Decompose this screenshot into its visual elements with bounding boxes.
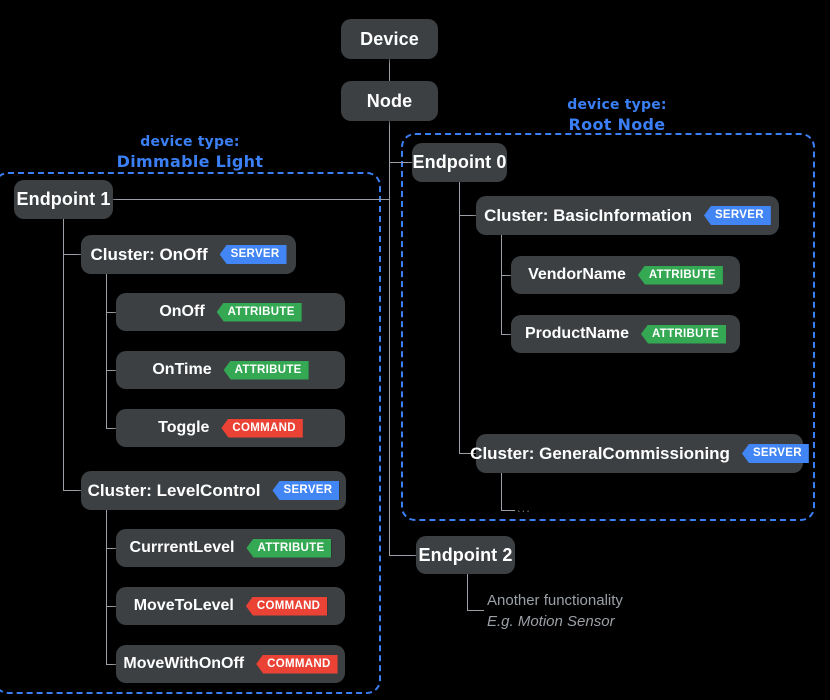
badge-attribute: ATTRIBUTE bbox=[216, 302, 302, 322]
connector-endpoint2-note bbox=[467, 574, 468, 611]
connector-endpoint0-clusters bbox=[459, 182, 460, 453]
attribute-productname-label: ProductName bbox=[524, 325, 629, 342]
node-endpoint0[interactable]: Endpoint 0 bbox=[412, 143, 507, 182]
cluster-levelcontrol[interactable]: Cluster: LevelControl SERVER bbox=[81, 471, 346, 510]
connector-endpoint1-cluster-levelcontrol bbox=[63, 490, 81, 491]
node-endpoint2-label: Endpoint 2 bbox=[418, 544, 513, 565]
connector-trunk-endpoint1 bbox=[113, 199, 390, 200]
connector-trunk-endpoint2 bbox=[389, 555, 416, 556]
badge-command: COMMAND bbox=[256, 654, 338, 674]
badge-attribute: ATTRIBUTE bbox=[637, 265, 723, 285]
connector-onoff-children bbox=[106, 274, 107, 428]
attribute-vendorname-label: VendorName bbox=[528, 266, 626, 283]
connector-levelcontrol-cmd-movetolevel bbox=[106, 606, 120, 607]
cluster-onoff[interactable]: Cluster: OnOff SERVER bbox=[81, 235, 296, 274]
connector-endpoint2-note-h bbox=[467, 610, 484, 611]
attribute-productname[interactable]: ProductName ATTRIBUTE bbox=[511, 315, 740, 353]
node-device[interactable]: Device bbox=[341, 19, 438, 59]
badge-attribute: ATTRIBUTE bbox=[641, 324, 727, 344]
badge-server: SERVER bbox=[219, 245, 287, 264]
connector-levelcontrol-children bbox=[106, 510, 107, 664]
connector-onoff-attr-onoff bbox=[106, 312, 120, 313]
command-movetolevel[interactable]: MoveToLevel COMMAND bbox=[116, 587, 345, 625]
badge-attribute: ATTRIBUTE bbox=[246, 538, 332, 558]
device-type-prefix: device type: bbox=[140, 134, 240, 150]
connector-endpoint1-cluster-onoff bbox=[63, 254, 81, 255]
badge-server: SERVER bbox=[741, 444, 809, 463]
attribute-vendorname[interactable]: VendorName ATTRIBUTE bbox=[511, 256, 740, 294]
cluster-generalcommissioning[interactable]: Cluster: GeneralCommissioning SERVER bbox=[470, 434, 809, 473]
cluster-basicinformation-label: Cluster: BasicInformation bbox=[484, 205, 692, 225]
connector-basicinfo-children bbox=[501, 235, 502, 334]
cluster-onoff-label: Cluster: OnOff bbox=[90, 244, 208, 264]
command-movetolevel-label: MoveToLevel bbox=[133, 597, 234, 614]
command-toggle[interactable]: Toggle COMMAND bbox=[116, 409, 345, 447]
attribute-ontime[interactable]: OnTime ATTRIBUTE bbox=[116, 351, 345, 389]
connector-endpoint1-clusters bbox=[63, 219, 64, 490]
generalcomm-children-placeholder: ... bbox=[517, 500, 531, 515]
connector-node-trunk bbox=[389, 121, 390, 555]
attribute-ontime-label: OnTime bbox=[152, 361, 212, 378]
cluster-generalcommissioning-label: Cluster: GeneralCommissioning bbox=[470, 443, 730, 463]
connector-generalcomm-ellipsis bbox=[501, 510, 515, 511]
node-endpoint0-label: Endpoint 0 bbox=[412, 152, 507, 172]
connector-basicinfo-vendorname bbox=[501, 275, 515, 276]
command-movewithonoff[interactable]: MoveWithOnOff COMMAND bbox=[116, 645, 345, 683]
node-endpoint1-label: Endpoint 1 bbox=[16, 189, 111, 209]
device-type-name: Dimmable Light bbox=[116, 152, 264, 171]
endpoint2-note-line2: E.g. Motion Sensor bbox=[487, 613, 615, 630]
cluster-basicinformation[interactable]: Cluster: BasicInformation SERVER bbox=[476, 196, 779, 235]
endpoint2-note-line1: Another functionality bbox=[487, 592, 623, 609]
device-type-prefix: device type: bbox=[567, 97, 667, 113]
badge-attribute: ATTRIBUTE bbox=[223, 360, 309, 380]
connector-levelcontrol-cmd-movewithonoff bbox=[106, 664, 120, 665]
endpoint2-note: Another functionality E.g. Motion Sensor bbox=[487, 590, 623, 632]
node-endpoint1[interactable]: Endpoint 1 bbox=[14, 180, 113, 219]
attribute-onoff[interactable]: OnOff ATTRIBUTE bbox=[116, 293, 345, 331]
badge-server: SERVER bbox=[703, 206, 771, 225]
command-toggle-label: Toggle bbox=[158, 419, 210, 436]
device-type-root-node: device type: Root Node bbox=[487, 96, 747, 134]
badge-command: COMMAND bbox=[221, 418, 303, 438]
connector-trunk-endpoint0 bbox=[389, 162, 412, 163]
connector-endpoint0-cluster-generalcomm bbox=[459, 453, 476, 454]
node-node-label: Node bbox=[366, 90, 413, 111]
node-endpoint2[interactable]: Endpoint 2 bbox=[416, 536, 515, 574]
cluster-levelcontrol-label: Cluster: LevelControl bbox=[87, 480, 261, 500]
attribute-currrentlevel[interactable]: CurrrentLevel ATTRIBUTE bbox=[116, 529, 345, 567]
connector-onoff-cmd-toggle bbox=[106, 428, 120, 429]
attribute-currrentlevel-label: CurrrentLevel bbox=[129, 539, 235, 556]
connector-levelcontrol-attr-currentlevel bbox=[106, 548, 120, 549]
connector-basicinfo-productname bbox=[501, 334, 515, 335]
connector-generalcomm-children bbox=[501, 473, 502, 511]
badge-command: COMMAND bbox=[245, 596, 328, 616]
connector-onoff-attr-ontime bbox=[106, 370, 120, 371]
node-node[interactable]: Node bbox=[341, 81, 438, 121]
badge-server: SERVER bbox=[272, 481, 340, 500]
connector-device-node bbox=[389, 59, 390, 81]
command-movewithonoff-label: MoveWithOnOff bbox=[123, 655, 245, 672]
attribute-onoff-label: OnOff bbox=[159, 303, 205, 320]
node-device-label: Device bbox=[360, 28, 419, 49]
connector-endpoint0-cluster-basicinfo bbox=[459, 215, 476, 216]
device-type-dimmable-light: device type: Dimmable Light bbox=[65, 133, 315, 171]
device-type-name: Root Node bbox=[568, 115, 666, 134]
